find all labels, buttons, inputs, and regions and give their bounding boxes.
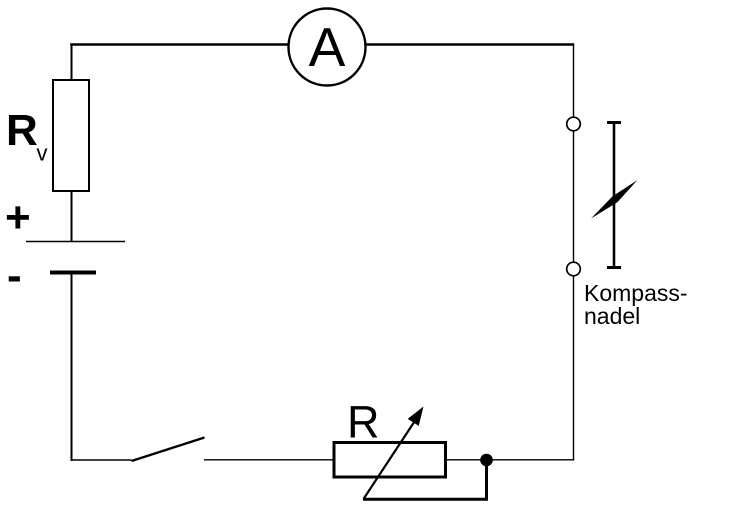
ammeter-label: A	[309, 16, 346, 78]
battery-minus-label: -	[7, 251, 22, 300]
terminal-bottom-icon	[565, 261, 582, 277]
rheostat-label: R	[347, 397, 380, 448]
battery-plus-label: +	[5, 193, 31, 242]
resistor-rv-label-main: R	[6, 106, 38, 155]
resistor-rv-label-subscript: v	[37, 141, 48, 166]
resistor-rv-label: R v	[6, 106, 48, 166]
junction-dot	[480, 453, 493, 467]
ammeter-circle	[287, 7, 367, 87]
resistor-rv-body	[52, 79, 90, 192]
compass-label-line2: nadel	[584, 303, 640, 329]
rheostat-arrow-head-icon	[407, 406, 424, 426]
rheostat-arrow-shaft	[362, 420, 416, 500]
switch-blade	[131, 436, 205, 463]
compass-needle-icon	[591, 180, 638, 219]
terminal-top-icon	[565, 116, 582, 132]
compass-label-line1: Kompass-	[584, 280, 688, 306]
